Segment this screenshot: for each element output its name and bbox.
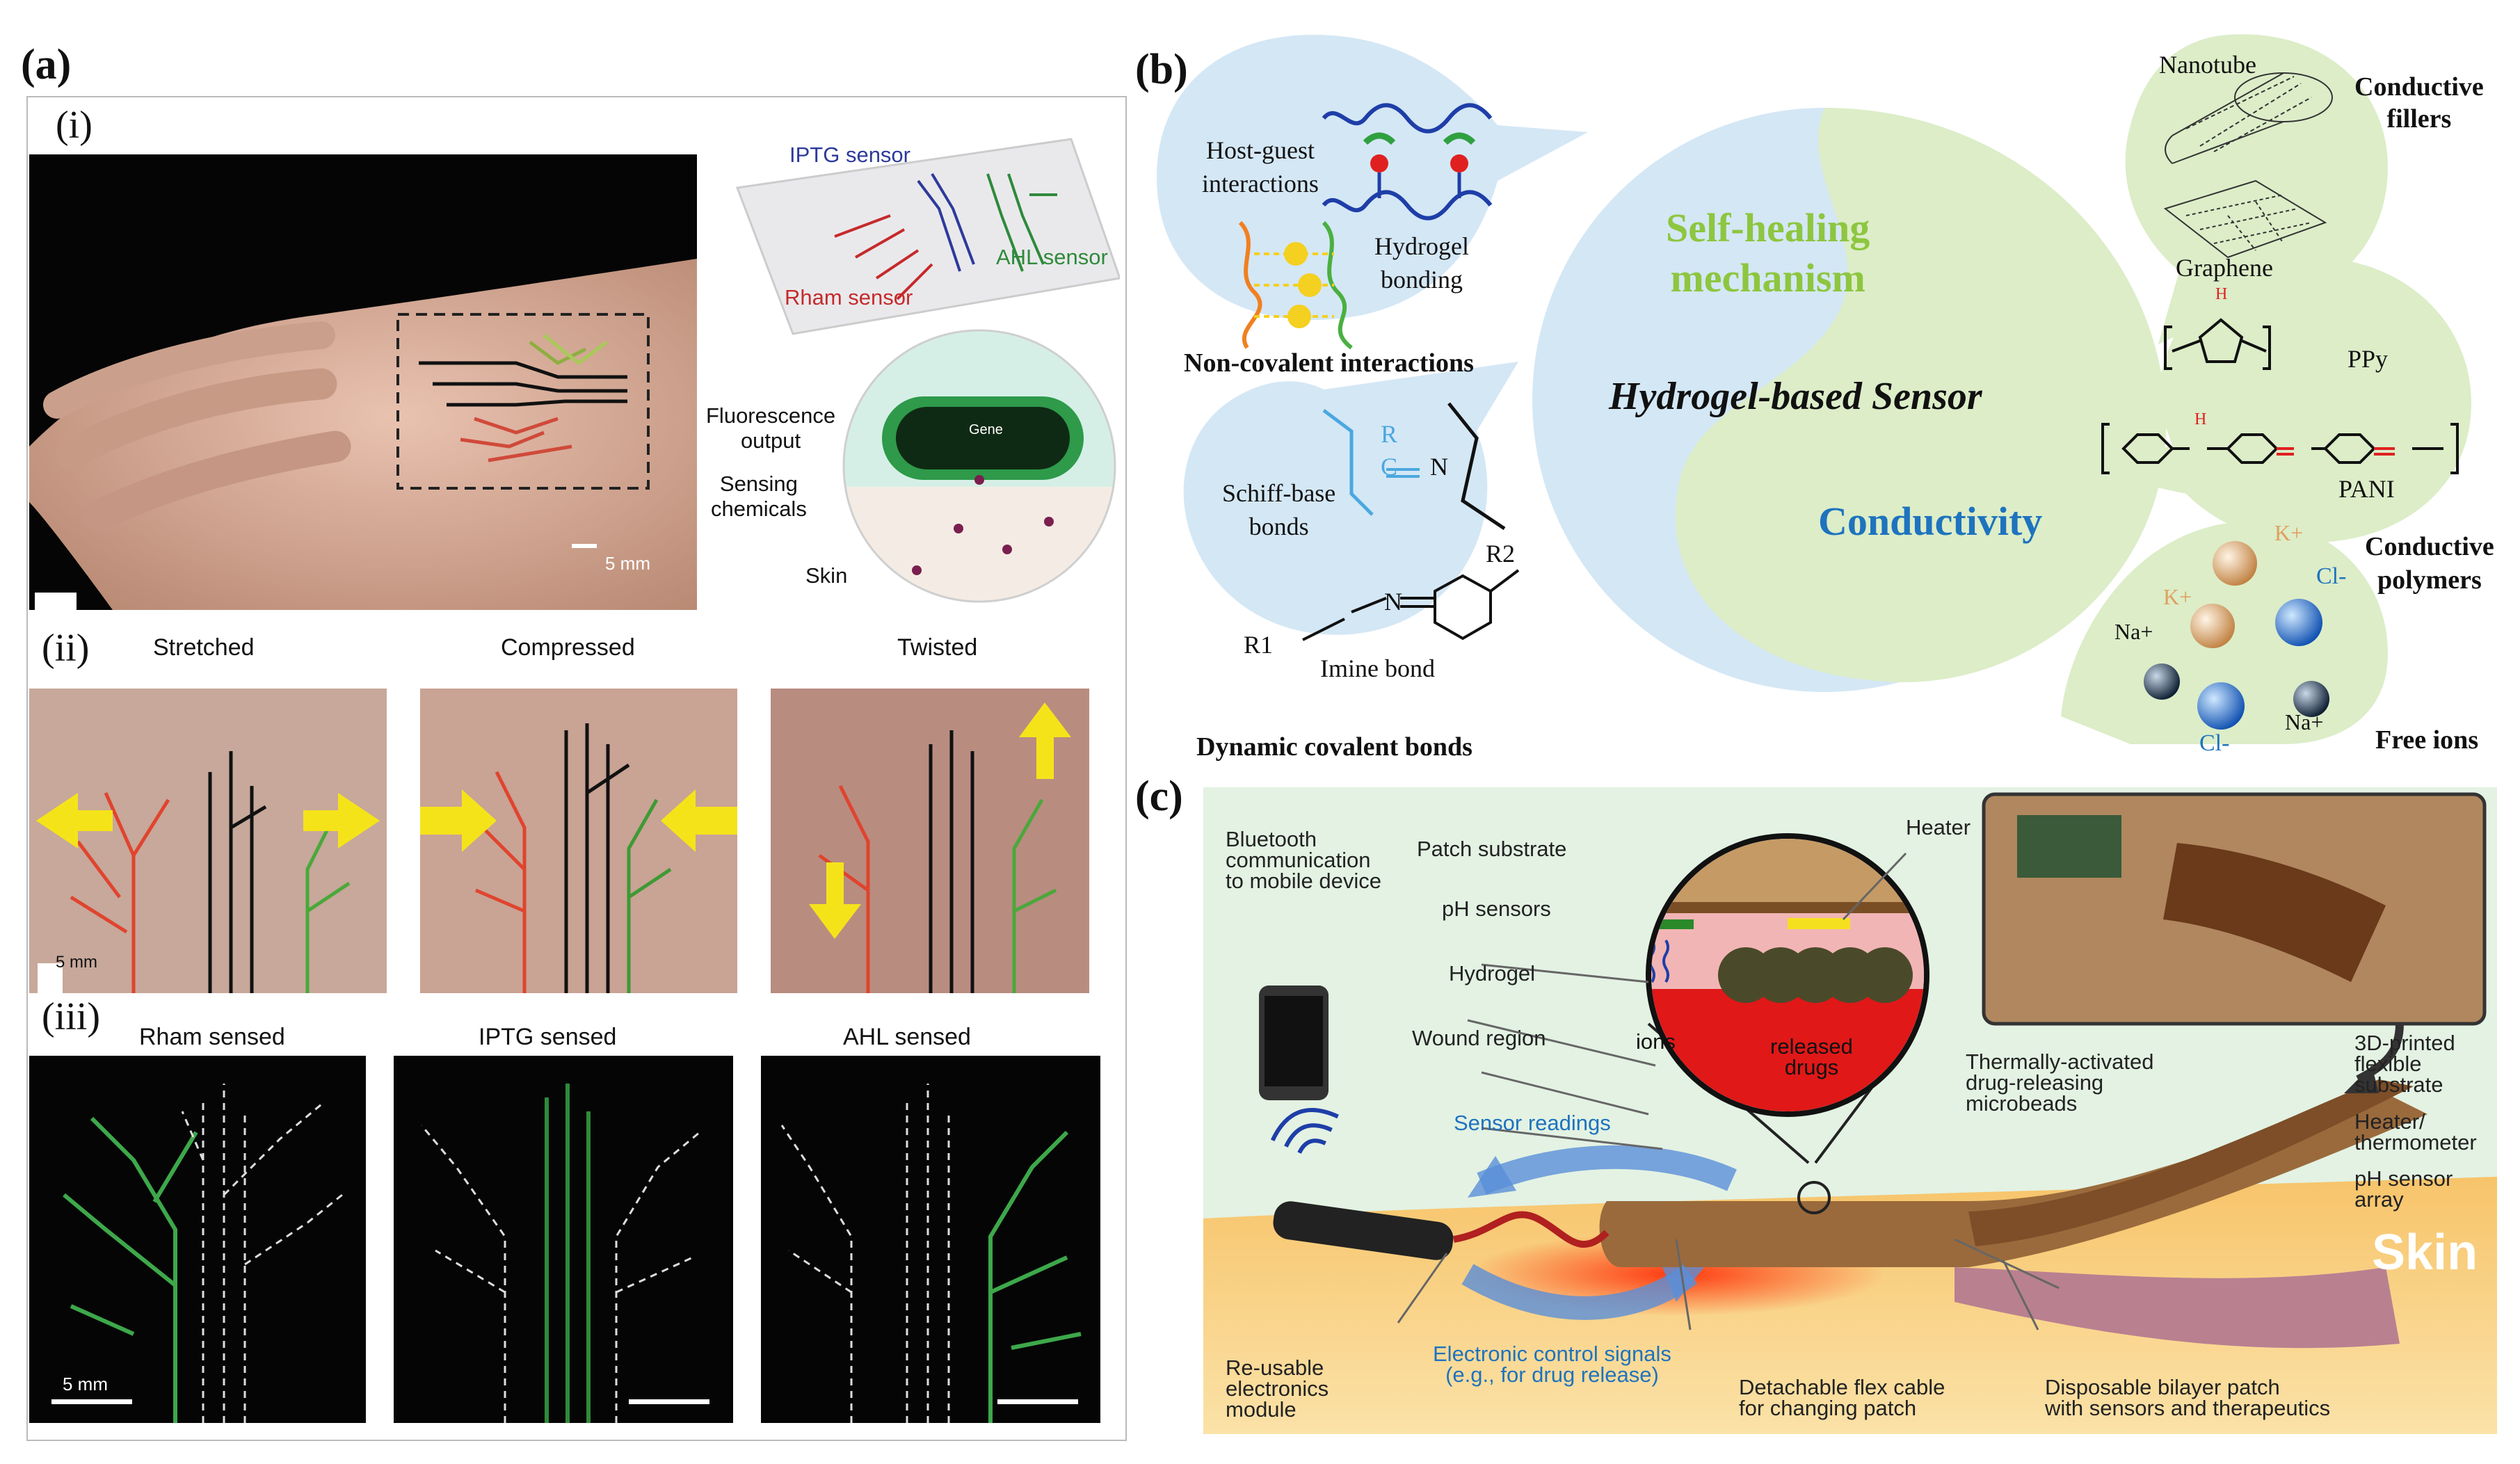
cell-detail-circle [840, 327, 1118, 605]
panel-c-letter: (c) [1135, 773, 1183, 820]
stretched-photo [29, 689, 387, 993]
ppy-h-label: H [2215, 285, 2228, 303]
bilayer-patch-label: Disposable bilayer patch with sensors an… [2045, 1375, 2331, 1420]
rham-sensed-image [29, 1056, 366, 1423]
hand-scale-label: 5 mm [605, 553, 650, 574]
sensing-chemicals-label: Sensing chemicals [711, 472, 807, 521]
iptg-sensed-label: IPTG sensed [479, 1024, 617, 1050]
na-ion-label-2: Na+ [2285, 709, 2324, 734]
control-signals-label: Electronic control signals (e.g., for dr… [1433, 1342, 1671, 1387]
sensor-readings-label: Sensor readings [1454, 1111, 1611, 1135]
heater-label: Heater [1906, 815, 1971, 839]
ions-label: ions [1636, 1029, 1676, 1054]
hydrogel-bonding-label: Hydrogel bonding [1374, 232, 1469, 293]
conductive-fillers-label: Conductive fillers [2354, 72, 2484, 134]
wound-region-label: Wound region [1412, 1026, 1546, 1050]
reusable-module-label: Re-usable electronics module [1226, 1356, 1329, 1422]
rham-scale-label: 5 mm [63, 1374, 108, 1394]
host-guest-label: Host-guest interactions [1202, 136, 1319, 198]
flex-cable-label: Detachable flex cable for changing patch [1739, 1375, 1945, 1420]
k-ion-label-2: K+ [2163, 584, 2192, 609]
printed-substrate-label: 3D-printed flexible substrate [2354, 1031, 2455, 1097]
non-covalent-label: Non-covalent interactions [1184, 348, 1474, 378]
pani-h-label: H [2194, 410, 2207, 428]
iptg-sensed-image [394, 1056, 733, 1423]
imine-n-label: N [1384, 588, 1402, 616]
hand-photo [29, 154, 697, 610]
panel-c-background [1203, 787, 2497, 1434]
thermally-activated-label: Thermally-activated drug-releasing micro… [1966, 1049, 2154, 1116]
cl-ion-label-2: Cl- [2199, 730, 2230, 756]
ahl-sensed-label: AHL sensed [843, 1024, 971, 1050]
self-healing-label: Self-healing mechanism [1666, 205, 1870, 300]
na-ion-label-1: Na+ [2114, 619, 2153, 644]
fluorescence-label: Fluorescence output [706, 403, 836, 453]
ahl-sensor-label: AHL sensor [996, 245, 1108, 269]
conductivity-label: Conductivity [1818, 499, 2043, 544]
nanotube-label: Nanotube [2159, 51, 2256, 79]
r1-label: R1 [1244, 631, 1274, 659]
panel-b-graphics [1157, 34, 2471, 744]
panel-b-letter: (b) [1135, 46, 1188, 93]
rham-sensor-label: Rham sensor [785, 285, 913, 309]
skin-label-c: Skin [2372, 1225, 2478, 1280]
twisted-label: Twisted [897, 634, 978, 661]
patch-substrate-label: Patch substrate [1417, 837, 1567, 861]
c-label: C [1381, 453, 1398, 481]
schiff-base-label: Schiff-base bonds [1222, 479, 1336, 540]
rham-sensed-label: Rham sensed [139, 1024, 285, 1050]
ph-sensor-array-label: pH sensor array [2354, 1166, 2453, 1212]
released-drugs-label: released drugs [1770, 1034, 1853, 1079]
graphene-label: Graphene [2176, 254, 2273, 282]
white-corner-block [35, 593, 77, 612]
hydrogel-sensor-title: Hydrogel-based Sensor [1609, 375, 1982, 418]
r2-label: R2 [1486, 540, 1516, 568]
panel-a-frame [26, 96, 1127, 1441]
stretched-label: Stretched [153, 634, 255, 661]
panel-a-letter: (a) [21, 41, 72, 88]
imine-bond-label: Imine bond [1320, 654, 1435, 682]
ph-sensors-label: pH sensors [1442, 896, 1551, 921]
sub-ii-label: (ii) [42, 627, 90, 670]
twisted-photo [771, 689, 1089, 993]
conductive-polymers-label: Conductive polymers [2365, 532, 2494, 595]
k-ion-label-1: K+ [2274, 520, 2304, 545]
sensor-patch [709, 132, 1120, 341]
n-label: N [1430, 453, 1448, 481]
ahl-sensed-image [761, 1056, 1100, 1423]
sub-i-label: (i) [56, 104, 93, 147]
skin-label-a: Skin [805, 563, 848, 588]
cl-ion-label-1: Cl- [2316, 563, 2347, 589]
bluetooth-label: Bluetooth communication to mobile device [1226, 827, 1382, 893]
iptg-sensor-label: IPTG sensor [789, 143, 910, 167]
free-ions-label: Free ions [2375, 725, 2479, 755]
heater-thermometer-label: Heater/ thermometer [2354, 1109, 2477, 1155]
stretched-scale-label: 5 mm [56, 953, 97, 972]
compressed-label: Compressed [501, 634, 635, 661]
hydrogel-label: Hydrogel [1449, 961, 1536, 986]
r-label: R [1381, 420, 1398, 448]
compressed-photo [420, 689, 737, 993]
ppy-label: PPy [2348, 345, 2389, 373]
gene-label: Gene [969, 422, 1003, 437]
pani-label: PANI [2338, 475, 2395, 503]
sub-iii-label: (iii) [42, 995, 100, 1038]
dynamic-covalent-label: Dynamic covalent bonds [1196, 732, 1472, 762]
